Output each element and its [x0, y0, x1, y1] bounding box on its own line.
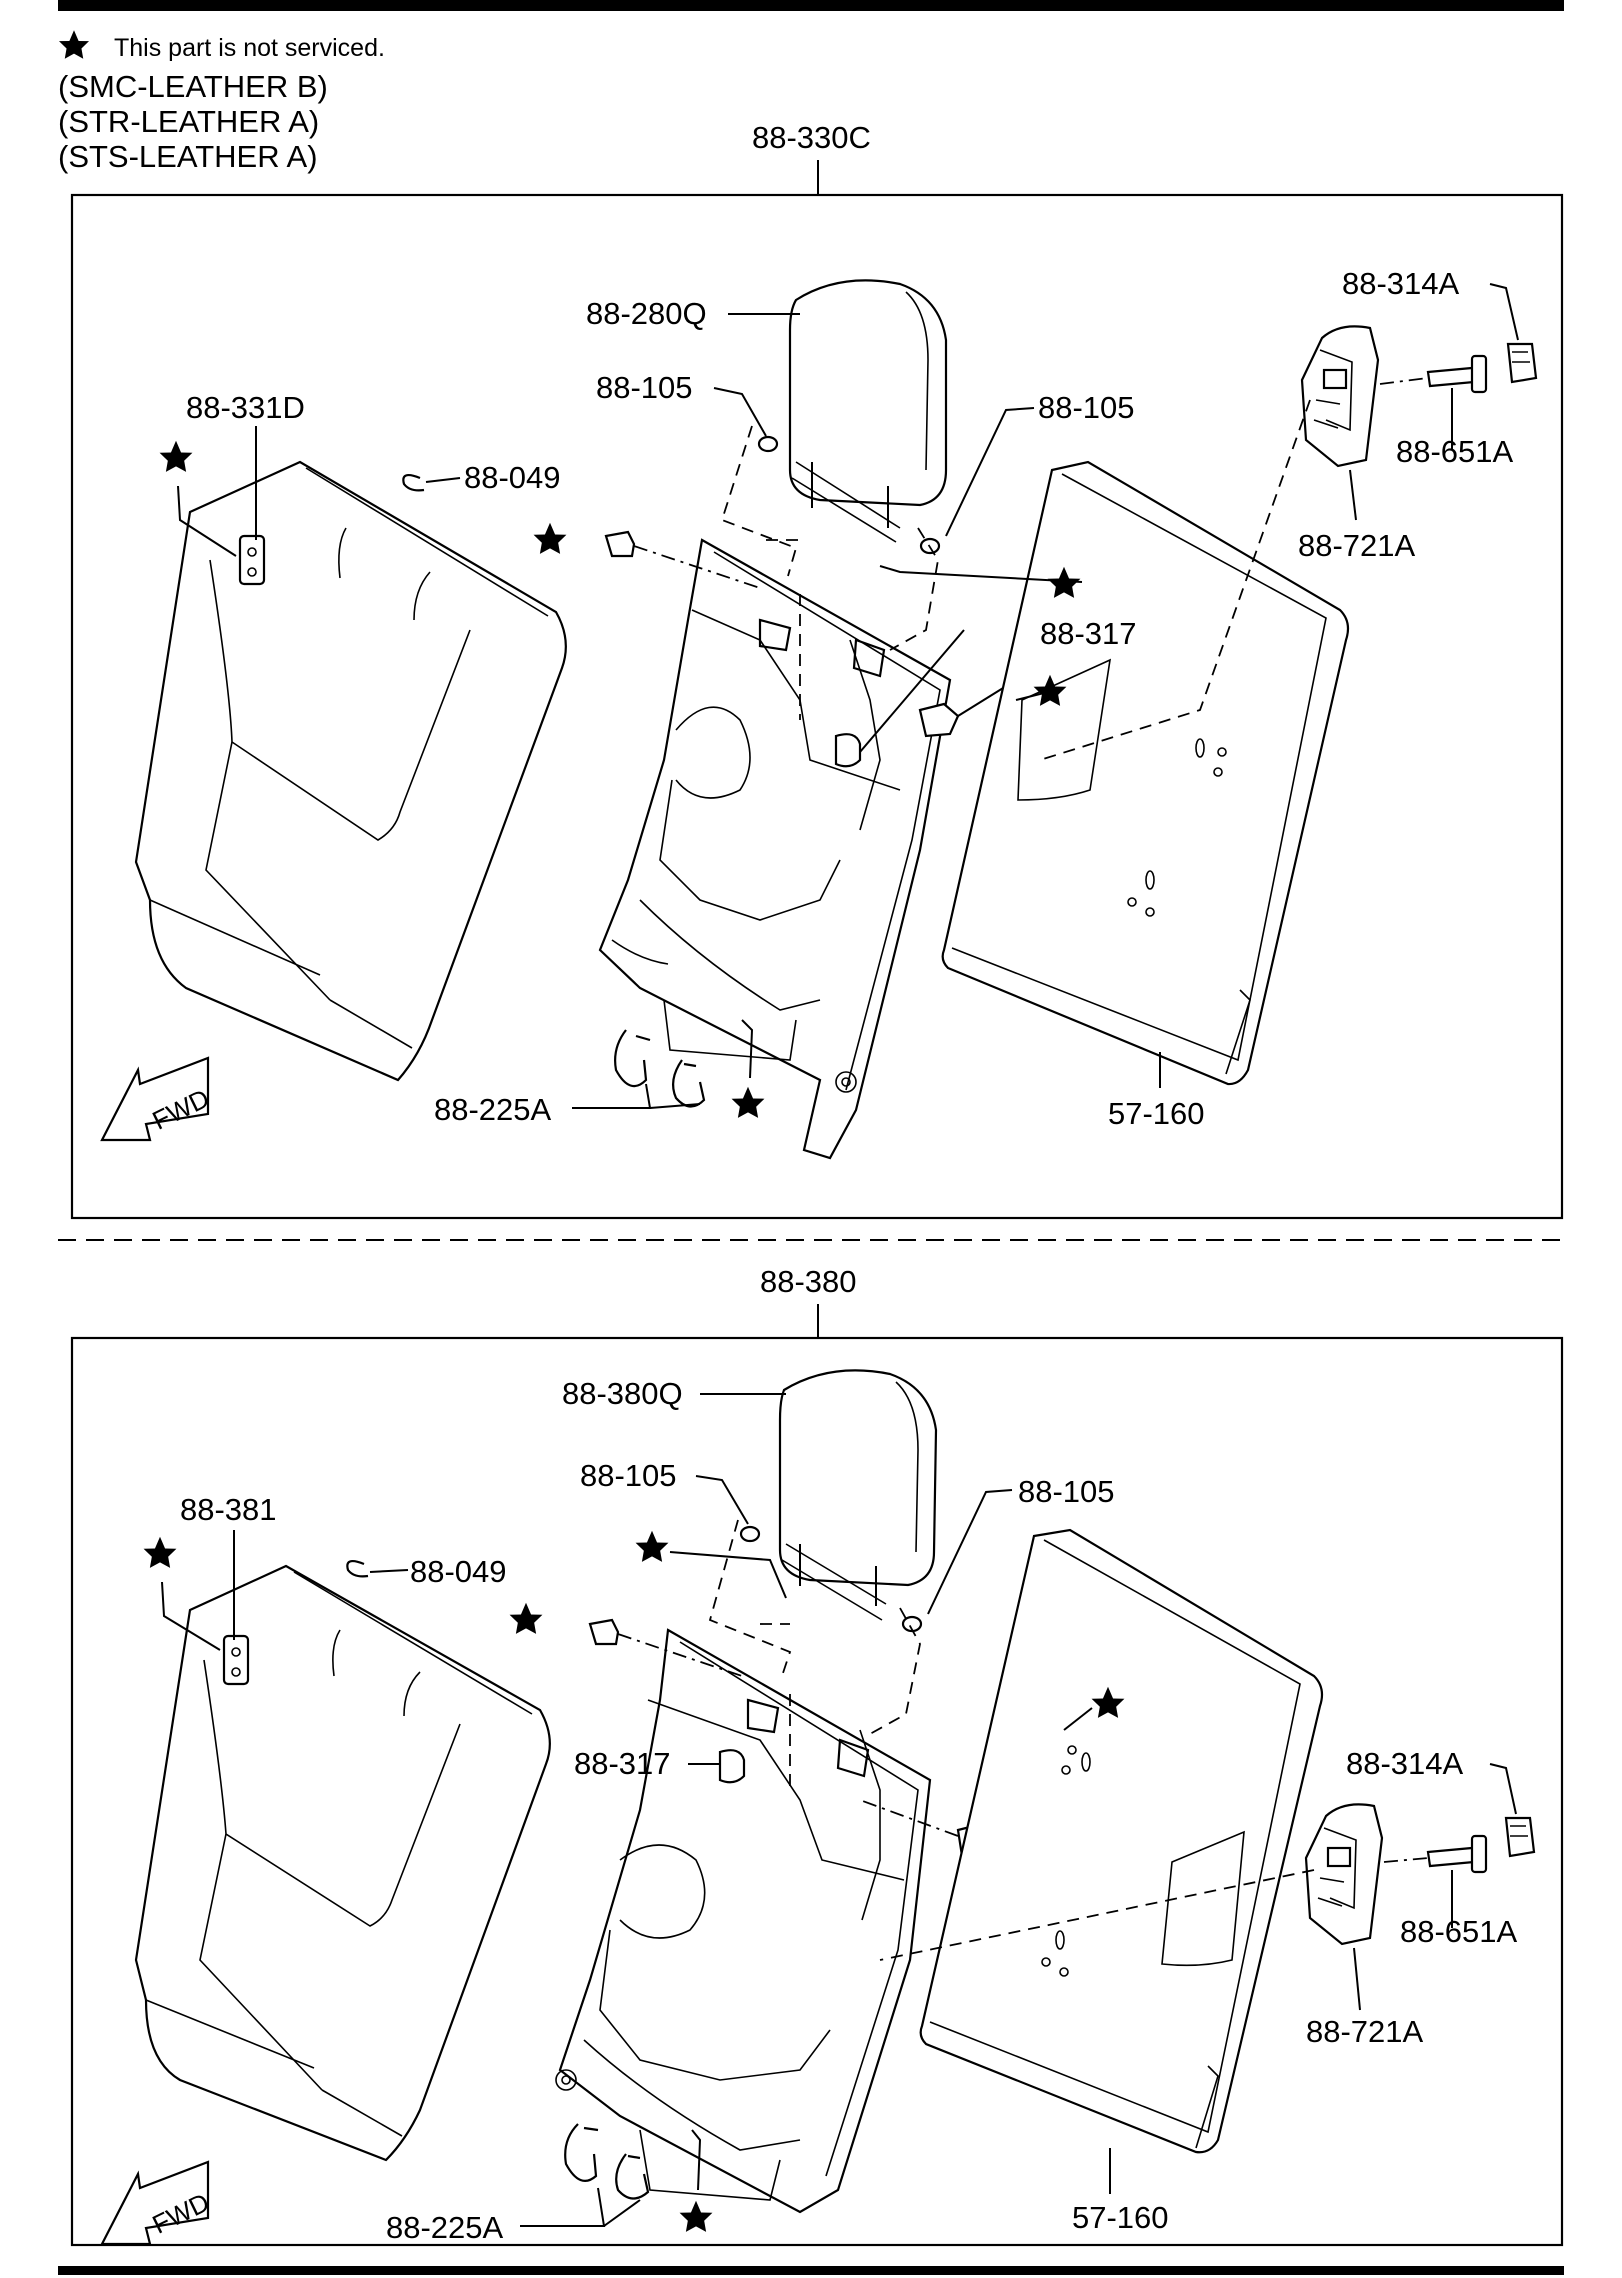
back-board-label: 57-160	[1072, 2200, 1169, 2235]
knob-label: 88-314A	[1346, 1746, 1464, 1781]
variant-str: (STR-LEATHER A)	[58, 104, 319, 139]
assembly-label: 88-380	[760, 1264, 857, 1299]
headrest-label: 88-380Q	[562, 1376, 683, 1411]
variant-sts: (STS-LEATHER A)	[58, 139, 318, 174]
panel-frame	[70, 193, 1564, 1220]
bolt-label: 88-651A	[1396, 434, 1514, 469]
washer-right-icon	[919, 537, 941, 555]
star-icon	[679, 2200, 713, 2232]
bushing-icon	[718, 1749, 746, 1784]
bolt-label: 88-651A	[1400, 1914, 1518, 1949]
clip-label: 88-225A	[386, 2210, 504, 2245]
cover-label: 88-331D	[186, 390, 305, 425]
washer-right-label: 88-105	[1018, 1474, 1115, 1509]
fwd-arrow-icon: FWD	[100, 2160, 214, 2246]
headrest-label: 88-280Q	[586, 296, 707, 331]
washer-right-label: 88-105	[1038, 390, 1135, 425]
lock-label: 88-721A	[1306, 2014, 1424, 2049]
hog-ring-label: 88-049	[410, 1554, 507, 1589]
star-icon	[635, 1530, 669, 1562]
back-board-label: 57-160	[1108, 1096, 1205, 1131]
legend-star-icon	[58, 30, 90, 59]
top-rule	[58, 0, 1564, 11]
legend-note: This part is not serviced.	[114, 34, 385, 62]
clip-label: 88-225A	[434, 1092, 552, 1127]
hog-ring-label: 88-049	[464, 460, 561, 495]
washer-left-icon	[757, 435, 779, 453]
bolt-left-icon	[588, 1618, 620, 1646]
headrest	[788, 279, 948, 543]
hog-ring-icon	[402, 473, 425, 492]
lock-label: 88-721A	[1298, 528, 1416, 563]
back-board	[919, 1528, 1324, 2154]
fwd-arrow-icon: FWD	[100, 1056, 214, 1142]
headrest	[778, 1369, 938, 1621]
variant-smc: (SMC-LEATHER B)	[58, 69, 328, 104]
seat-back-cover	[134, 460, 567, 1082]
bolt-right-icon	[918, 702, 960, 738]
star-icon	[509, 1602, 543, 1634]
seat-frame	[555, 1628, 932, 2214]
star-icon	[143, 1536, 177, 1568]
washer-left-label: 88-105	[580, 1458, 677, 1493]
panel-frame	[70, 1336, 1564, 2247]
knob-icon	[1504, 1816, 1536, 1858]
washer-left-label: 88-105	[596, 370, 693, 405]
seat-frame	[598, 538, 952, 1160]
seat-lock	[1304, 1803, 1384, 1946]
washer-left-icon	[739, 1525, 761, 1543]
assembly-label: 88-330C	[752, 120, 871, 155]
cover-label: 88-381	[180, 1492, 277, 1527]
bushing-icon	[834, 733, 862, 768]
seat-lock	[1300, 325, 1380, 468]
bottom-panel: 88-380	[70, 1264, 1564, 2247]
star-icon	[731, 1086, 765, 1118]
bolt-left-icon	[604, 530, 636, 558]
knob-icon	[1506, 342, 1538, 384]
clip-pair	[614, 1029, 706, 1108]
top-panel: 88-330C	[70, 120, 1564, 1220]
knob-label: 88-314A	[1342, 266, 1460, 301]
lock-bolt-icon	[1426, 1846, 1476, 1868]
bushing-label: 88-317	[574, 1746, 671, 1781]
lock-bolt-icon	[1426, 366, 1476, 388]
seat-back-cover	[134, 1564, 551, 2162]
star-icon	[533, 522, 567, 554]
bushing-label: 88-317	[1040, 616, 1137, 651]
hog-ring-icon	[346, 1559, 369, 1578]
back-board	[941, 460, 1350, 1086]
bottom-rule	[58, 2266, 1564, 2275]
star-icon	[159, 440, 193, 472]
clip-pair	[564, 2123, 650, 2200]
